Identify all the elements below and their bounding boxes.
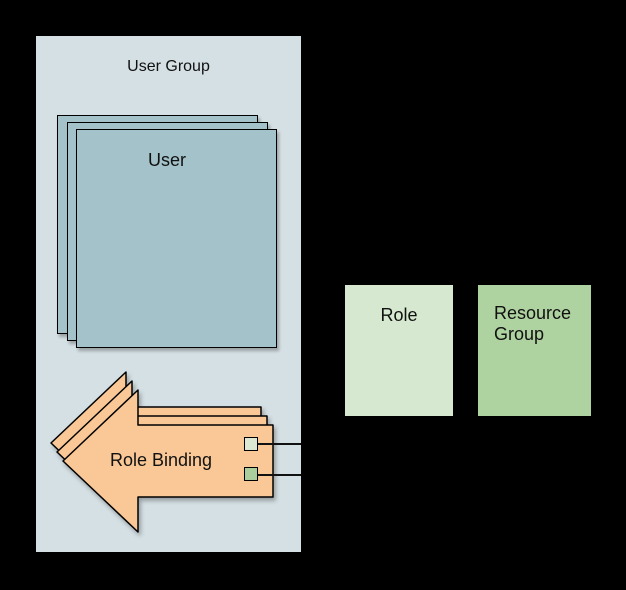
user-card-front bbox=[76, 129, 277, 348]
role-connector-chip bbox=[244, 437, 258, 451]
resource-group-label: Resource Group bbox=[494, 303, 572, 344]
role-binding-label: Role Binding bbox=[109, 450, 213, 470]
user-label: User bbox=[147, 150, 186, 170]
user-group-label: User Group bbox=[127, 58, 210, 75]
role-box: Role bbox=[345, 285, 453, 416]
resource-group-connector-line bbox=[258, 474, 301, 476]
role-binding-layer-front bbox=[62, 389, 274, 533]
role-label: Role bbox=[380, 305, 418, 325]
resource-group-box: Resource Group bbox=[478, 285, 591, 416]
role-connector-line bbox=[258, 443, 301, 445]
resource-group-connector-chip bbox=[244, 467, 258, 481]
